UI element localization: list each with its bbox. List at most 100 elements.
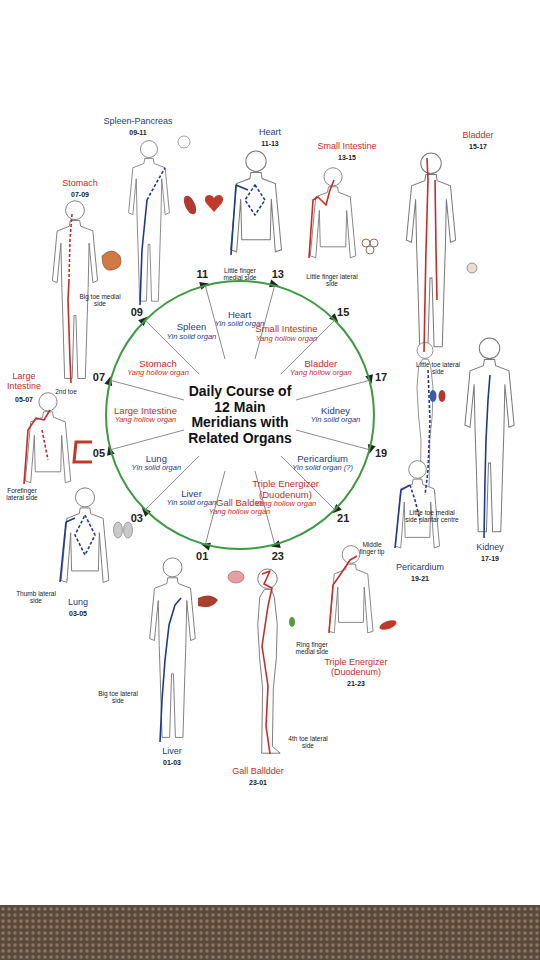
yin-meridian <box>147 168 165 200</box>
time-range: 15-17 <box>458 143 498 151</box>
organ-name: Kidney <box>465 543 515 553</box>
yang-meridian <box>68 280 71 383</box>
organ-name: Large Intestine <box>2 372 46 392</box>
point-note: Little toe medial side plantar centre <box>404 509 460 523</box>
organ-sector: LungYin solid organ <box>126 453 186 472</box>
organ-sector: KidneyYin solid organ <box>305 405 367 424</box>
point-note: Thumb lateral side <box>14 590 58 604</box>
time-range: 23-01 <box>238 779 278 787</box>
time-range: 03-05 <box>58 610 98 618</box>
point-note: Little toe lateral side <box>413 361 463 375</box>
organ-icons <box>74 136 477 632</box>
hour-number: 19 <box>369 447 393 459</box>
organ-name: Kidney <box>305 405 367 415</box>
spleen-figure <box>129 141 170 302</box>
organ-type: Yin solid organ <box>161 499 223 507</box>
kidney-icon <box>439 390 446 402</box>
meridian-lines <box>24 158 490 754</box>
organ-name: Pericardium <box>385 563 455 573</box>
hour-number: 01 <box>190 550 214 562</box>
hour-number: 05 <box>87 447 111 459</box>
organ-name: Heart <box>250 128 290 138</box>
time-range: 21-23 <box>336 680 376 688</box>
time-range: 07-09 <box>60 191 100 199</box>
organ-type: Yang hollow organ <box>119 369 197 377</box>
clock-arrowhead <box>365 374 375 385</box>
clock-arrowhead <box>105 445 115 456</box>
diagram-title: Daily Course of 12 Main Meridians with R… <box>184 382 296 449</box>
organ-name: Bladder <box>282 358 360 368</box>
yang-meridian <box>42 430 48 460</box>
organ-name: Spleen-Pancreas <box>93 117 183 127</box>
yin-meridian <box>425 370 430 495</box>
small-intestine-icon <box>362 239 378 254</box>
lung-icon <box>124 522 133 538</box>
kidney-figure <box>465 338 514 532</box>
yang-meridian <box>424 158 428 352</box>
kidney-icon <box>430 390 437 402</box>
bladder-icon <box>467 263 477 273</box>
sector-divider <box>112 381 184 400</box>
colon-icon <box>74 442 92 462</box>
point-note: Middle finger tip <box>354 541 390 555</box>
yang-meridian <box>69 214 72 280</box>
point-note: Little finger medial side <box>214 267 266 281</box>
liver-icon <box>198 595 218 607</box>
liver-figure <box>150 558 196 738</box>
lung-icon <box>114 522 123 538</box>
organ-sector: BladderYang hollow organ <box>282 358 360 377</box>
organ-name: Lung <box>58 598 98 608</box>
organ-icon <box>178 136 190 148</box>
organ-sector: StomachYang hollow organ <box>119 358 197 377</box>
spleen-icon <box>181 194 199 216</box>
point-note: Big toe medial side <box>78 293 122 307</box>
yang-meridian <box>262 571 272 754</box>
organ-type: Yang hollow organ <box>203 508 277 516</box>
hour-number: 09 <box>125 306 149 318</box>
point-note: 4th toe lateral side <box>286 735 330 749</box>
yin-meridian <box>484 375 490 538</box>
sector-divider <box>112 430 184 449</box>
organ-type: Yin solid organ <box>305 416 367 424</box>
clock-arrowhead <box>366 444 376 455</box>
time-range: 19-21 <box>400 575 440 583</box>
organ-name: Stomach <box>119 358 197 368</box>
clock-arrowhead <box>269 279 280 289</box>
yang-meridian <box>435 180 437 300</box>
organ-type: Yin solid organ (?) <box>287 464 359 472</box>
time-range: 01-03 <box>152 759 192 767</box>
organ-name: Lung <box>126 453 186 463</box>
organ-name: Large Intestine <box>107 405 185 415</box>
organ-name: Small Intestine <box>247 324 327 334</box>
organ-sector: PericardiumYin solid organ (?) <box>287 453 359 472</box>
organ-name: Bladder <box>448 131 508 141</box>
yin-meridian <box>140 200 147 305</box>
stomach-figure <box>52 201 97 379</box>
yang-meridian <box>24 410 50 484</box>
pericardium-figure <box>395 461 439 548</box>
organ-name: Heart <box>205 309 275 319</box>
organ-type: Yang hollow organ <box>247 334 327 342</box>
point-note: Big toe lateral side <box>98 690 138 704</box>
organ-name: Spleen <box>159 322 225 332</box>
gall-bladder-icon <box>289 617 295 627</box>
time-range: 09-11 <box>118 129 158 137</box>
hour-number: 23 <box>266 550 290 562</box>
organ-type: Yin solid organ <box>159 332 225 340</box>
organ-name: Gall Balldder <box>223 767 293 777</box>
organ-sector: Large IntestineYang hollow organ <box>107 405 185 424</box>
time-range: 11-13 <box>250 140 290 148</box>
hour-number: 03 <box>125 512 149 524</box>
yang-meridian <box>309 180 334 258</box>
clock-arrowhead <box>200 541 211 551</box>
organ-name: Liver <box>161 488 223 498</box>
yin-meridian <box>60 518 75 582</box>
sector-divider <box>296 430 368 449</box>
organ-type: Yang hollow organ <box>107 416 185 424</box>
yin-meridian <box>75 515 95 555</box>
hour-number: 07 <box>87 371 111 383</box>
hour-number: 15 <box>331 306 355 318</box>
intestine-coil <box>366 246 374 254</box>
point-note: Forefinger lateral side <box>0 487 44 501</box>
